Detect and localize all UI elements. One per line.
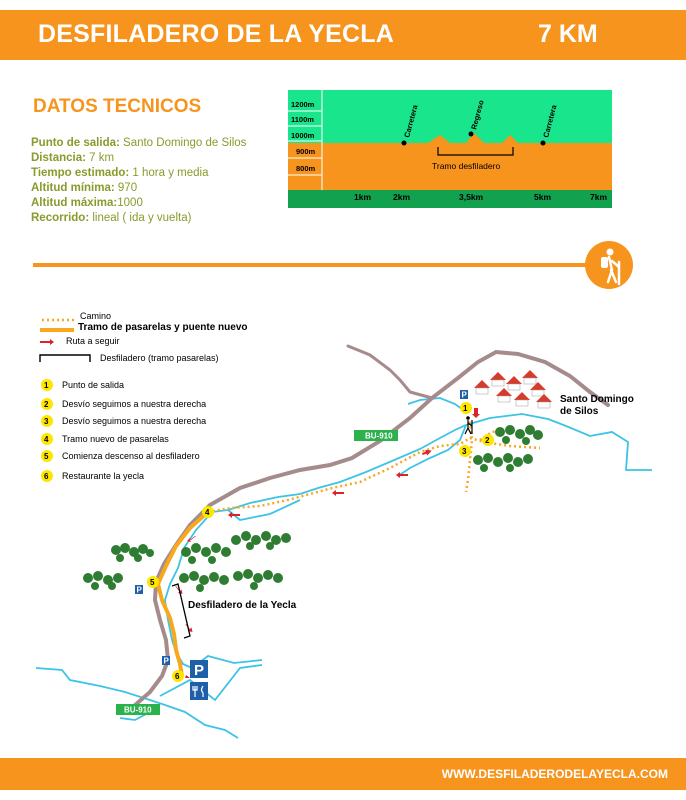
rivers: [35, 397, 652, 739]
start-hiker-icon: [464, 416, 473, 435]
route-distance: 7 KM: [538, 20, 598, 48]
parking-sign-large: [190, 660, 208, 678]
marker-dot: [401, 140, 407, 146]
legend-bracket-symbol: [39, 354, 91, 362]
badge-3: 3: [462, 447, 467, 456]
website-link[interactable]: WWW.DESFILADERODELAYECLA.COM: [441, 767, 668, 781]
svg-text:1: 1: [44, 381, 49, 390]
gorge-bracket: [437, 147, 514, 156]
trail: [155, 411, 541, 677]
legend-point-label: Desvío seguimos a nuestra derecha: [62, 416, 206, 426]
svg-text:BU-910: BU-910: [124, 706, 152, 715]
profile-terrain: [288, 133, 612, 190]
distance-label: 3,5km: [459, 192, 484, 202]
info-row: Altitud máxima:1000: [31, 197, 143, 209]
distance-label: 5km: [534, 192, 551, 202]
marker-dot: [540, 140, 546, 146]
legend-label: Desfiladero (tramo pasarelas): [100, 353, 219, 363]
altitude-label: 1000m: [291, 131, 315, 140]
legend-point-label: Punto de salida: [62, 380, 124, 390]
legend-label: Camino: [80, 311, 111, 321]
svg-text:3: 3: [44, 417, 49, 426]
forest: [83, 425, 543, 592]
altitude-label: 1200m: [291, 100, 315, 109]
info-row: Altitud mínima: 970: [31, 182, 138, 194]
section-divider: [33, 263, 586, 267]
info-row: Punto de salida: Santo Domingo de Silos: [31, 137, 247, 149]
town-label: de Silos: [560, 406, 599, 417]
technical-data-title: DATOS TECNICOS: [33, 96, 202, 117]
map-legend: Camino Tramo de pasarelas y puente nuevo…: [39, 311, 248, 482]
distance-label: 1km: [354, 192, 371, 202]
elevation-profile: 1200m 1100m 1000m 900m 800m Carretera Re…: [288, 90, 612, 208]
info-row: Distancia: 7 km: [31, 152, 115, 164]
svg-text:6: 6: [44, 472, 49, 481]
technical-data-list: Punto de salida: Santo Domingo de Silos …: [31, 136, 246, 226]
badge-2: 2: [485, 436, 490, 445]
parking-icon: [460, 390, 468, 399]
parking-icon: [162, 656, 170, 665]
marker-dot: [468, 131, 474, 137]
point-badges: 1 2 3 4 5 6: [147, 402, 494, 682]
svg-text:P: P: [194, 662, 204, 679]
legend-label: Tramo de pasarelas y puente nuevo: [78, 322, 248, 333]
legend-label: Ruta a seguir: [66, 336, 120, 346]
footer-bar: WWW.DESFILADERODELAYECLA.COM: [0, 758, 686, 790]
svg-text:2: 2: [44, 400, 49, 409]
svg-text:BU-910: BU-910: [365, 432, 393, 441]
info-row: Tiempo estimado: 1 hora y media: [31, 167, 209, 179]
road-tag: [116, 704, 160, 715]
svg-text:P: P: [164, 657, 170, 666]
road-tag: [354, 430, 398, 441]
altitude-label: 900m: [296, 147, 316, 156]
badge-4: 4: [205, 508, 210, 517]
badge-6: 6: [175, 672, 180, 681]
altitude-label: 1100m: [291, 115, 314, 124]
svg-text:5: 5: [44, 452, 49, 461]
altitude-label: 800m: [296, 164, 316, 173]
legend-arrow-symbol: [40, 339, 54, 345]
roads: [132, 344, 610, 708]
badge-1: 1: [463, 404, 468, 413]
legend-point-label: Desvío seguimos a nuestra derecha: [62, 399, 206, 409]
legend-point-label: Tramo nuevo de pasarelas: [62, 434, 169, 444]
info-row: Recorrido: lineal ( ida y vuelta): [31, 212, 192, 224]
town-label: Santo Domingo: [560, 394, 634, 405]
section-label: Tramo desfiladero: [432, 161, 500, 171]
gorge-label: Desfiladero de la Yecla: [188, 600, 297, 611]
road-tags: BU-910 BU-910: [116, 430, 398, 715]
hiker-icon: [585, 241, 633, 289]
svg-text:P: P: [137, 586, 143, 595]
legend-point-label: Comienza descenso al desfiladero: [62, 451, 200, 461]
badge-5: 5: [150, 578, 155, 587]
gorge-bracket-map: [171, 583, 191, 639]
profile-distance-band: [288, 190, 612, 208]
distance-label: 2km: [393, 192, 410, 202]
restaurant-icon: [190, 682, 208, 700]
distance-label: 7km: [590, 192, 607, 202]
parking-signs: P P P P: [135, 390, 468, 700]
parking-icon: [135, 585, 143, 594]
header-bar: DESFILADERO DE LA YECLA 7 KM: [0, 10, 686, 60]
route-map: 1 2 3 4 5 6 P P P P BU-910 BU-910 Santo …: [35, 311, 652, 739]
svg-text:4: 4: [44, 435, 49, 444]
svg-text:P: P: [462, 391, 468, 400]
town-houses: [474, 370, 552, 409]
route-arrows: [175, 408, 480, 678]
page-title: DESFILADERO DE LA YECLA: [38, 20, 395, 48]
legend-point-label: Restaurante la yecla: [62, 471, 144, 481]
